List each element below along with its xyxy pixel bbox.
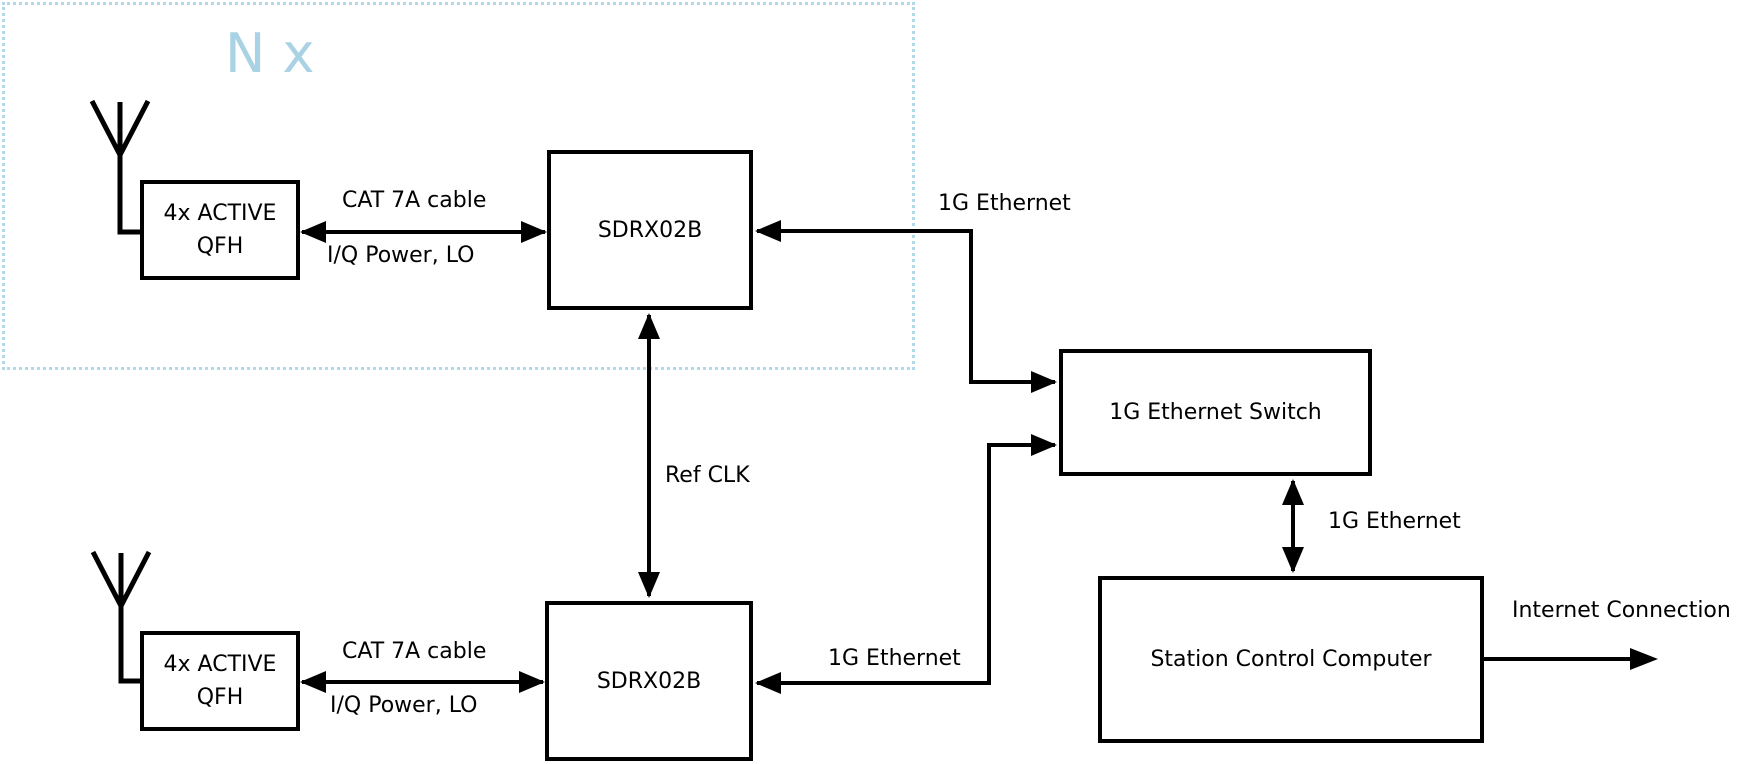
qfh-bottom-label-line2: QFH [196,685,244,710]
qfh-top-label-line2: QFH [196,234,244,259]
station-computer-label: Station Control Computer [1150,647,1432,672]
cat7a-bottom-label: CAT 7A cable [342,639,487,664]
ref-clk-connector [638,313,660,598]
antenna-top-icon [89,99,151,235]
arrowhead-up-icon [1282,479,1304,505]
arrowhead-right-icon [1031,434,1057,456]
arrowhead-down-icon [638,572,660,598]
ref-clk-label: Ref CLK [665,463,750,488]
ethernet-switch-pc-label: 1G Ethernet [1328,509,1461,534]
switch-pc-connector [1282,479,1304,573]
ethernet-top-label: 1G Ethernet [938,191,1071,216]
iq-power-bottom-label: I/Q Power, LO [330,693,478,718]
sdrx-top-label: SDRX02B [597,217,703,243]
iq-power-top-label: I/Q Power, LO [327,243,475,268]
internet-connection-label: Internet Connection [1512,598,1731,623]
arrowhead-right-icon [521,221,547,243]
arrowhead-left-icon [300,221,326,243]
cable-bottom-connector [300,671,545,693]
arrowhead-right-icon [519,671,545,693]
ethernet-bottom-connector [755,434,1057,694]
cable-top-connector [300,221,547,243]
qfh-top-box: 4x ACTIVE QFH [140,180,300,280]
cat7a-top-label: CAT 7A cable [342,188,487,213]
ethernet-switch-label: 1G Ethernet Switch [1109,400,1322,425]
arrowhead-left-icon [300,671,326,693]
ethernet-switch-box: 1G Ethernet Switch [1059,349,1372,476]
multiplier-label: N x [225,22,315,85]
sdrx-bottom-label: SDRX02B [596,668,702,694]
qfh-bottom-box: 4x ACTIVE QFH [140,631,300,731]
antenna-bottom-icon [90,550,152,684]
qfh-top-label-line1: 4x ACTIVE [163,201,277,226]
arrowhead-up-icon [638,313,660,339]
internet-connector [1484,648,1658,670]
ethernet-top-connector [755,220,1057,393]
arrowhead-right-icon [1031,371,1057,393]
sdrx-top-box: SDRX02B [547,150,753,310]
station-computer-box: Station Control Computer [1098,576,1484,743]
sdrx-bottom-box: SDRX02B [545,601,753,761]
ethernet-bottom-label: 1G Ethernet [828,646,961,671]
arrowhead-left-icon [755,220,781,242]
qfh-bottom-label-line1: 4x ACTIVE [163,652,277,677]
arrowhead-left-icon [755,672,781,694]
replication-group-frame [2,2,915,370]
arrowhead-right-icon [1630,648,1658,670]
arrowhead-down-icon [1282,547,1304,573]
